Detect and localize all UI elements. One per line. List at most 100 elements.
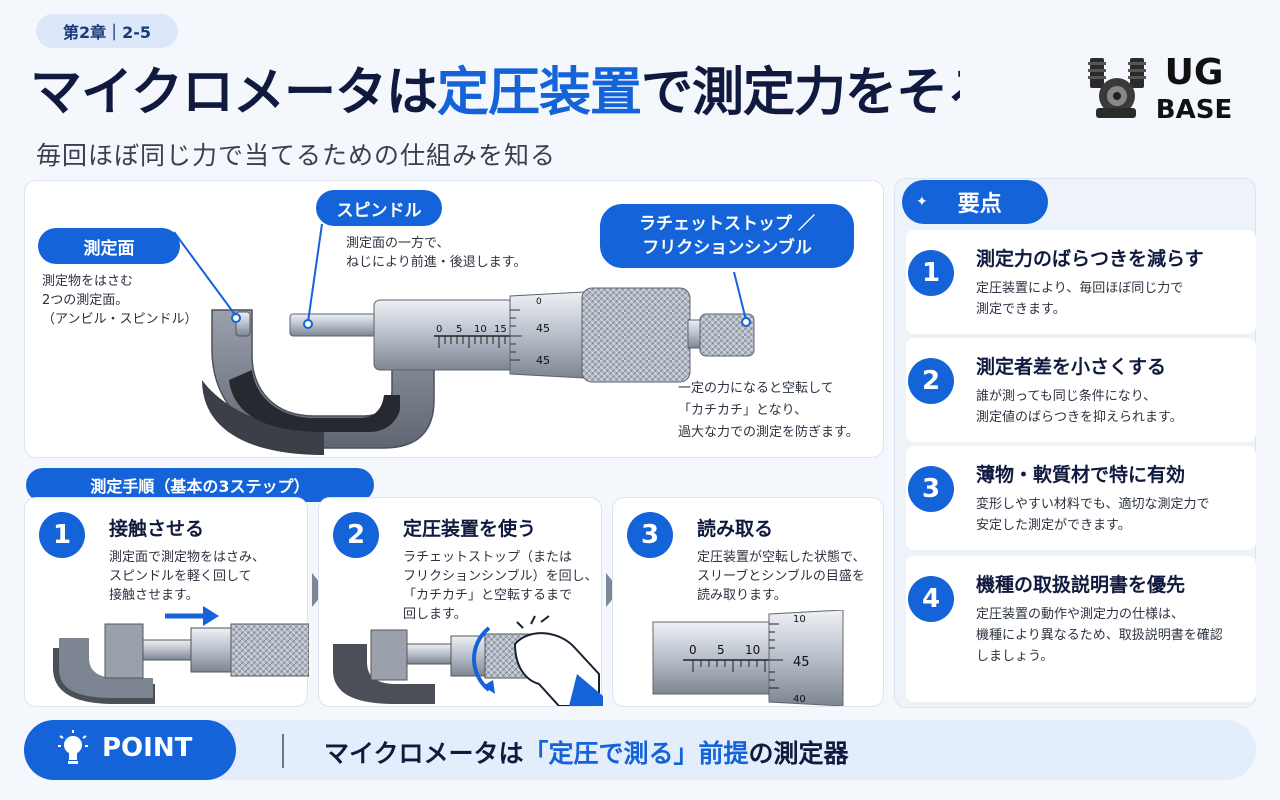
micrometer-frame — [202, 309, 435, 455]
label-ratchet-line: ラチェットストップ ／ — [639, 214, 815, 234]
desc-ratchet-stop: 一定の力になると空転して 「カチカチ」となり、 過大な力での測定を防ぎます。 — [678, 378, 882, 444]
keypoint-title: 機種の取扱説明書を優先 — [976, 574, 1186, 596]
reading-thimble-10: 10 — [793, 614, 806, 625]
step-desc-line: スピンドルを軽く回して — [109, 569, 252, 584]
keypoint-desc-line: 定圧装置の動作や測定力の仕様は、 — [976, 607, 1185, 622]
desc-face-line: 2つの測定面。 — [42, 293, 129, 308]
point-text-part2: の測定器 — [748, 739, 849, 768]
reading-sleeve-0: 0 — [689, 643, 697, 657]
keypoint-desc: 定圧装置の動作や測定力の仕様は、 機種により異なるため、取扱説明書を確認 しまし… — [976, 604, 1256, 667]
hand-icon — [513, 615, 603, 706]
leader-spindle — [307, 223, 323, 323]
keypoint-number: 1 — [908, 250, 954, 296]
desc-ratchet-line: 過大な力での測定を防ぎます。 — [678, 425, 859, 440]
sleeve — [373, 299, 515, 371]
keypoint-number: 4 — [908, 576, 954, 622]
keypoint-desc: 定圧装置により、毎回ほぼ同じ力で 測定できます。 — [976, 278, 1256, 320]
desc-spindle-line: ねじにより前進・後退します。 — [346, 255, 527, 270]
step-desc: 定圧装置が空転した状態で、 スリーブとシンブルの目盛を 読み取ります。 — [697, 548, 897, 605]
keypoint-title: 測定者差を小さくする — [976, 356, 1167, 378]
keypoint-title: 測定力のばらつきを減らす — [976, 248, 1204, 270]
desc-spindle-line: 測定面の一方で、 — [346, 236, 450, 251]
reading-sleeve — [652, 621, 774, 695]
point-badge — [24, 720, 236, 780]
sleeve-scale-0: 0 — [436, 324, 442, 335]
keypoint-item: 2 測定者差を小さくする 誰が測っても同じ条件になり、 測定値のばらつきを抑えら… — [906, 338, 1256, 442]
reading-thimble-40: 40 — [793, 694, 806, 705]
label-measuring-face: 測定面 — [38, 228, 180, 264]
engine-icon — [1088, 58, 1146, 118]
title-part2: で測定力をそろえる — [640, 63, 960, 123]
ug-base-logo: UG BASE — [1088, 52, 1232, 124]
thimble-scale-45a: 45 — [536, 322, 550, 335]
point-text-part1: マイクロメータは — [324, 739, 524, 768]
point-text: マイクロメータは「定圧で測る」前提の測定器 — [324, 734, 849, 770]
keypoint-desc-line: 測定値のばらつきを抑えられます。 — [976, 410, 1183, 425]
keypoint-desc-line: 機種により異なるため、取扱説明書を確認 — [976, 628, 1223, 643]
step-number: 2 — [333, 512, 379, 558]
desc-face-line: （アンビル・スピンドル） — [42, 312, 198, 327]
step-card-2: 2 定圧装置を使う ラチェットストップ（または フリクションシンブル）を回し、 … — [318, 497, 603, 707]
keypoint-number: 3 — [908, 466, 954, 512]
keypoint-desc-line: 誰が測っても同じ条件になり、 — [976, 389, 1157, 404]
steps-title: 測定手順（基本の3ステップ） — [26, 468, 374, 502]
step-desc-line: 回します。 — [403, 607, 467, 622]
arrow-right-icon — [165, 606, 219, 626]
thimble-scale-0: 0 — [536, 297, 542, 307]
step-desc-line: 接触させます。 — [109, 588, 199, 603]
reading-sleeve-10: 10 — [745, 643, 760, 657]
keypoint-item: 1 測定力のばらつきを減らす 定圧装置により、毎回ほぼ同じ力で 測定できます。 — [906, 230, 1256, 334]
keypoints-title-text: 要点 — [957, 192, 1002, 217]
reading-thimble — [768, 610, 844, 706]
knurled-thimble — [581, 287, 691, 383]
keypoint-desc: 誰が測っても同じ条件になり、 測定値のばらつきを抑えられます。 — [976, 386, 1256, 428]
step-desc-line: スリーブとシンブルの目盛を — [697, 569, 865, 584]
step-desc-line: 「カチカチ」と空転するまで — [403, 588, 573, 603]
lightbulb-icon — [58, 730, 88, 764]
desc-ratchet-line: 一定の力になると空転して — [678, 381, 834, 396]
step-desc: 測定面で測定物をはさみ、 スピンドルを軽く回して 接触させます。 — [109, 548, 309, 605]
title-highlight: 定圧装置 — [436, 63, 642, 123]
step3-reading-illustration: 0 5 10 10 45 40 — [652, 610, 844, 706]
step-number: 1 — [39, 512, 85, 558]
keypoint-item: 3 薄物・軟質材で特に有効 変形しやすい材料でも、適切な測定力で 安定した測定が… — [906, 446, 1256, 550]
keypoint-desc-line: 測定できます。 — [976, 302, 1066, 317]
keypoint-item: 4 機種の取扱説明書を優先 定圧装置の動作や測定力の仕様は、 機種により異なるた… — [906, 556, 1256, 702]
step-card-1: 1 接触させる 測定面で測定物をはさみ、 スピンドルを軽く回して 接触させます。 — [24, 497, 309, 707]
keypoint-title: 薄物・軟質材で特に有効 — [976, 464, 1186, 486]
leader-face — [173, 231, 237, 317]
micrometer-illustration: 0 5 10 15 0 45 45 — [173, 223, 755, 455]
keypoint-number: 2 — [908, 358, 954, 404]
title-part1: マイクロメータは — [30, 63, 438, 123]
step-desc-line: 定圧装置が空転した状態で、 — [697, 550, 866, 565]
desc-face-line: 測定物をはさむ — [42, 274, 134, 289]
page-subtitle: 毎回ほぼ同じ力で当てるための仕組みを知る — [36, 141, 557, 170]
reading-thimble-45: 45 — [793, 655, 810, 670]
step-title: 読み取る — [697, 518, 774, 540]
point-divider — [282, 734, 284, 768]
point-label: POINT — [102, 733, 193, 763]
keypoint-desc-line: しましょう。 — [976, 649, 1054, 664]
label-spindle: スピンドル — [316, 190, 442, 226]
sleeve-scale-10: 10 — [474, 324, 487, 335]
desc-measuring-face: 測定物をはさむ 2つの測定面。 （アンビル・スピンドル） — [42, 272, 222, 329]
desc-ratchet-line: 「カチカチ」となり、 — [678, 403, 808, 418]
chapter-badge: 第2章｜2-5 — [36, 14, 178, 48]
step-desc: ラチェットストップ（または フリクションシンブル）を回し、 「カチカチ」と空転す… — [403, 548, 603, 624]
point-text-highlight: 「定圧で測る」前提 — [523, 739, 749, 768]
step1-illustration — [53, 606, 309, 704]
step-desc-line: 読み取ります。 — [697, 588, 787, 603]
step-card-3: 3 読み取る 定圧装置が空転した状態で、 スリーブとシンブルの目盛を 読み取りま… — [612, 497, 884, 707]
page-title: マイクロメータは定圧装置で測定力をそろえる — [30, 58, 960, 128]
reading-sleeve-5: 5 — [717, 643, 725, 657]
workpiece — [104, 623, 144, 679]
sleeve-scale-5: 5 — [456, 324, 462, 335]
thimble-scale-45b: 45 — [536, 354, 550, 367]
step2-illustration — [333, 615, 603, 706]
leader-ratchet — [733, 271, 747, 321]
keypoint-desc-line: 安定した測定ができます。 — [976, 518, 1131, 533]
step-desc-line: 測定面で測定物をはさみ、 — [109, 550, 266, 565]
step-title: 接触させる — [109, 518, 205, 540]
rotate-arrow-icon — [472, 626, 491, 692]
keypoint-desc-line: 定圧装置により、毎回ほぼ同じ力で — [976, 281, 1184, 296]
